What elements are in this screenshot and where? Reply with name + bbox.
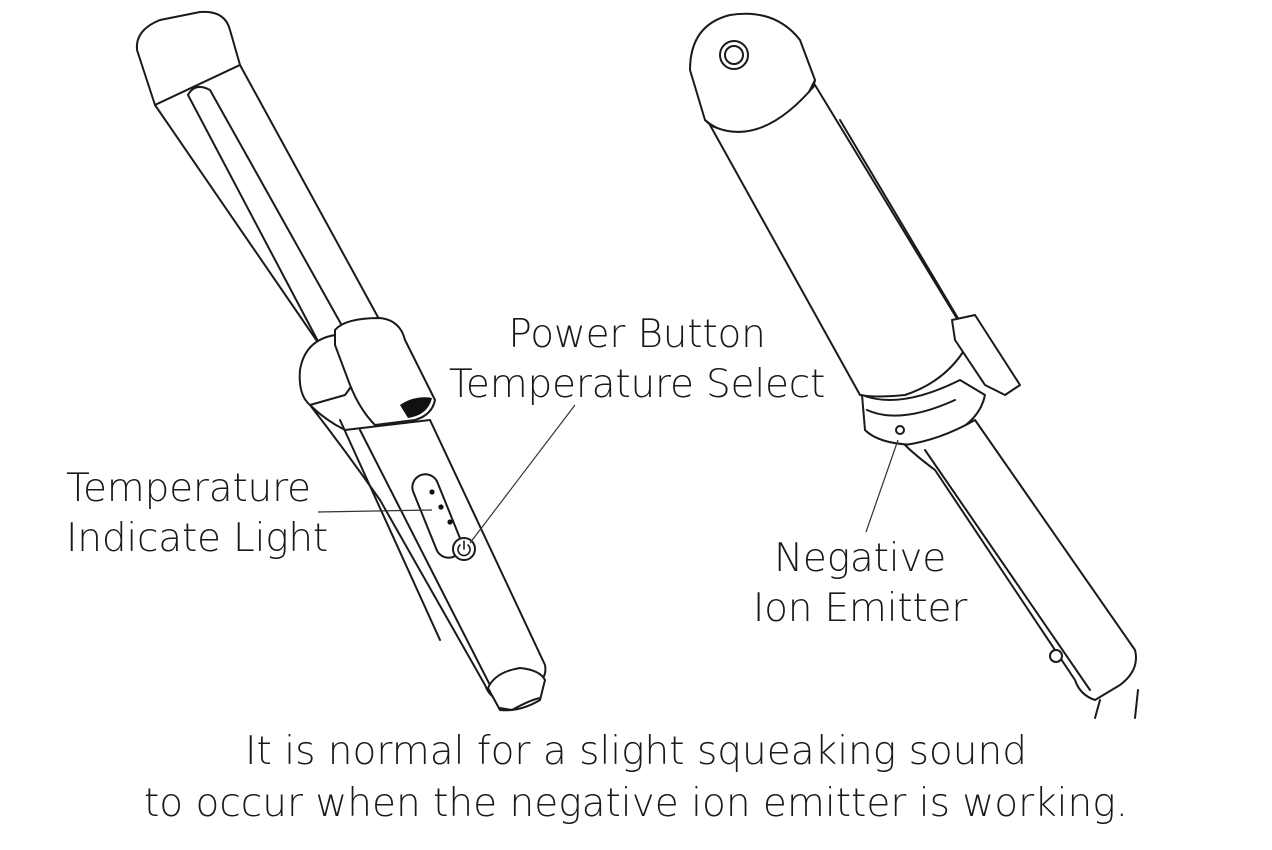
right-cord [1094,689,1139,719]
power-button-label: Power Button Temperature Select [447,310,827,410]
temperature-text: Temperature [66,466,311,511]
right-handle [904,419,1137,701]
negative-text: Negative [773,536,947,581]
left-curling-iron [135,10,576,712]
note-line-2: to occur when the negative ion emitter i… [143,781,1129,826]
ion-emitter-hole [895,425,905,435]
power-button-text: Power Button [508,312,766,357]
note-line-1: It is normal for a slight squeaking soun… [245,729,1027,774]
indicator-light-2 [438,504,444,510]
left-barrel-tip [135,10,241,106]
temperature-select-text: Temperature Select [448,362,826,407]
left-handle [309,404,547,701]
power-button[interactable] [452,537,476,561]
negative-ion-emitter-label: Negative Ion Emitter [740,534,980,634]
left-clamp-lever [334,317,436,426]
control-panel [411,473,463,559]
callout-line-ion [865,439,899,533]
indicate-light-text: Indicate Light [66,516,329,561]
left-barrel-highlight [187,85,351,341]
temperature-indicator-label: Temperature Indicate Light [66,464,328,564]
indicator-light-3 [447,519,453,525]
left-barrel [154,64,386,361]
indicator-light-1 [429,489,435,495]
right-barrel [709,84,971,398]
right-clamp [951,314,1021,396]
callout-line-indicator [317,509,433,513]
squeak-note: It is normal for a slight squeaking soun… [0,726,1272,830]
right-handle-hole [1049,649,1063,663]
left-handle-end [487,667,546,712]
ion-emitter-text: Ion Emitter [752,586,968,631]
callout-line-power [469,404,576,544]
right-curling-iron [689,12,1139,719]
power-icon [457,540,471,557]
